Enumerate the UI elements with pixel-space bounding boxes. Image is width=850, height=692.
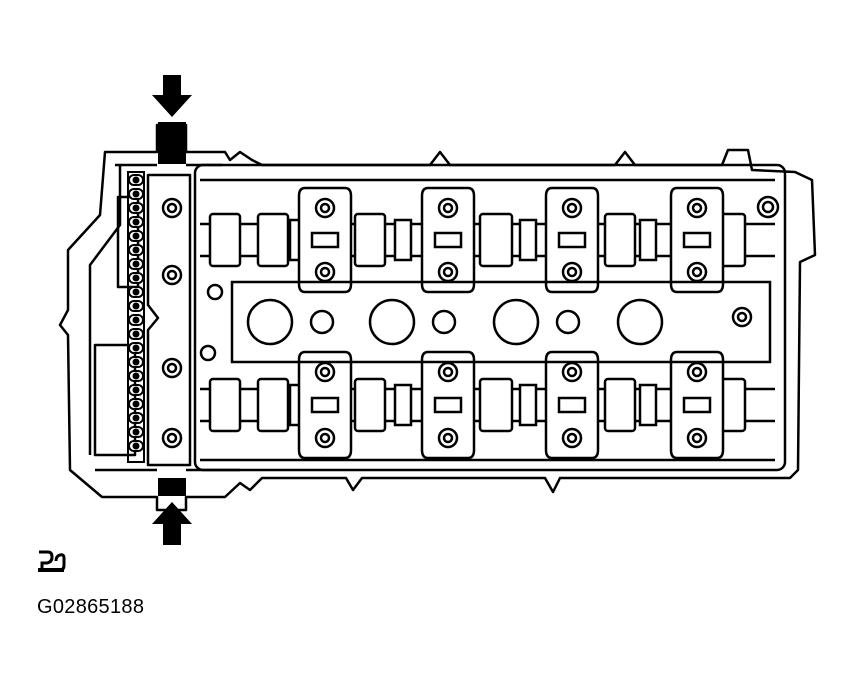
cam-journal-ring xyxy=(638,218,658,262)
cam-journal-ring xyxy=(393,383,413,427)
cap-mark xyxy=(310,231,340,249)
head-deck xyxy=(193,163,787,472)
chain-pin xyxy=(132,246,140,254)
cam-lobe xyxy=(353,212,387,268)
cap-mark xyxy=(682,396,712,414)
cap-bolt-center xyxy=(319,432,331,444)
chain-pin xyxy=(132,302,140,310)
chain-pin xyxy=(132,288,140,296)
cap-bolt-center xyxy=(319,202,331,214)
chain-guide xyxy=(146,173,192,467)
cap-mark xyxy=(433,231,463,249)
chain-pin xyxy=(132,344,140,352)
bearing-caps xyxy=(297,186,725,460)
timing-chain xyxy=(127,171,145,463)
cam-journal-ring xyxy=(393,218,413,262)
cap-bolt-center xyxy=(319,266,331,278)
cam-journal-ring xyxy=(638,383,658,427)
cap-bolt-center xyxy=(691,202,703,214)
cam-journal-ring xyxy=(518,383,538,427)
sealant-icon xyxy=(38,550,66,572)
chain-pin xyxy=(132,442,140,450)
cam-lobe xyxy=(603,377,637,433)
cap-bolt-center xyxy=(319,366,331,378)
chain-pin xyxy=(132,218,140,226)
cap-bolt-center xyxy=(442,432,454,444)
housing-outline xyxy=(58,123,817,512)
cam-lobe xyxy=(208,377,242,433)
cap-bolt-center xyxy=(442,202,454,214)
cap-mark xyxy=(557,231,587,249)
head-inner xyxy=(200,178,775,462)
chain-pin xyxy=(132,414,140,422)
chain-pin xyxy=(132,358,140,366)
cam-lobe xyxy=(256,377,290,433)
cam-lobe xyxy=(256,212,290,268)
chain-pin xyxy=(132,428,140,436)
chain-pin xyxy=(132,204,140,212)
chain-pin xyxy=(132,260,140,268)
cap-mark xyxy=(433,396,463,414)
chain-pin xyxy=(132,274,140,282)
chain-pin xyxy=(132,330,140,338)
guide-bolts xyxy=(161,195,780,449)
chain-pin xyxy=(132,232,140,240)
cap-bolt-center xyxy=(566,266,578,278)
cap-mark xyxy=(557,396,587,414)
chain-pin xyxy=(132,190,140,198)
cam-journal-ring xyxy=(518,218,538,262)
bottom-arrow xyxy=(152,478,192,545)
top-arrow xyxy=(152,75,192,164)
cap-bolt-center xyxy=(442,266,454,278)
cap-bolt-center xyxy=(691,432,703,444)
cam-lobe xyxy=(208,212,242,268)
cam-lobe xyxy=(478,377,514,433)
cam-lobe xyxy=(603,212,637,268)
chain-pin xyxy=(132,176,140,184)
chain-pin xyxy=(132,372,140,380)
chain-pin xyxy=(132,386,140,394)
cap-bolt-center xyxy=(442,366,454,378)
cam-lobe xyxy=(478,212,514,268)
cam-lobe xyxy=(353,377,387,433)
chain-pin xyxy=(132,400,140,408)
cap-bolt-center xyxy=(691,366,703,378)
chain-pin xyxy=(132,316,140,324)
cap-mark xyxy=(310,396,340,414)
cap-bolt-center xyxy=(566,366,578,378)
plug-wells xyxy=(230,280,772,364)
figure-code: G02865188 xyxy=(37,596,145,618)
cap-bolt-center xyxy=(566,202,578,214)
cap-mark xyxy=(682,231,712,249)
cap-bolt-center xyxy=(566,432,578,444)
cap-bolt-center xyxy=(691,266,703,278)
